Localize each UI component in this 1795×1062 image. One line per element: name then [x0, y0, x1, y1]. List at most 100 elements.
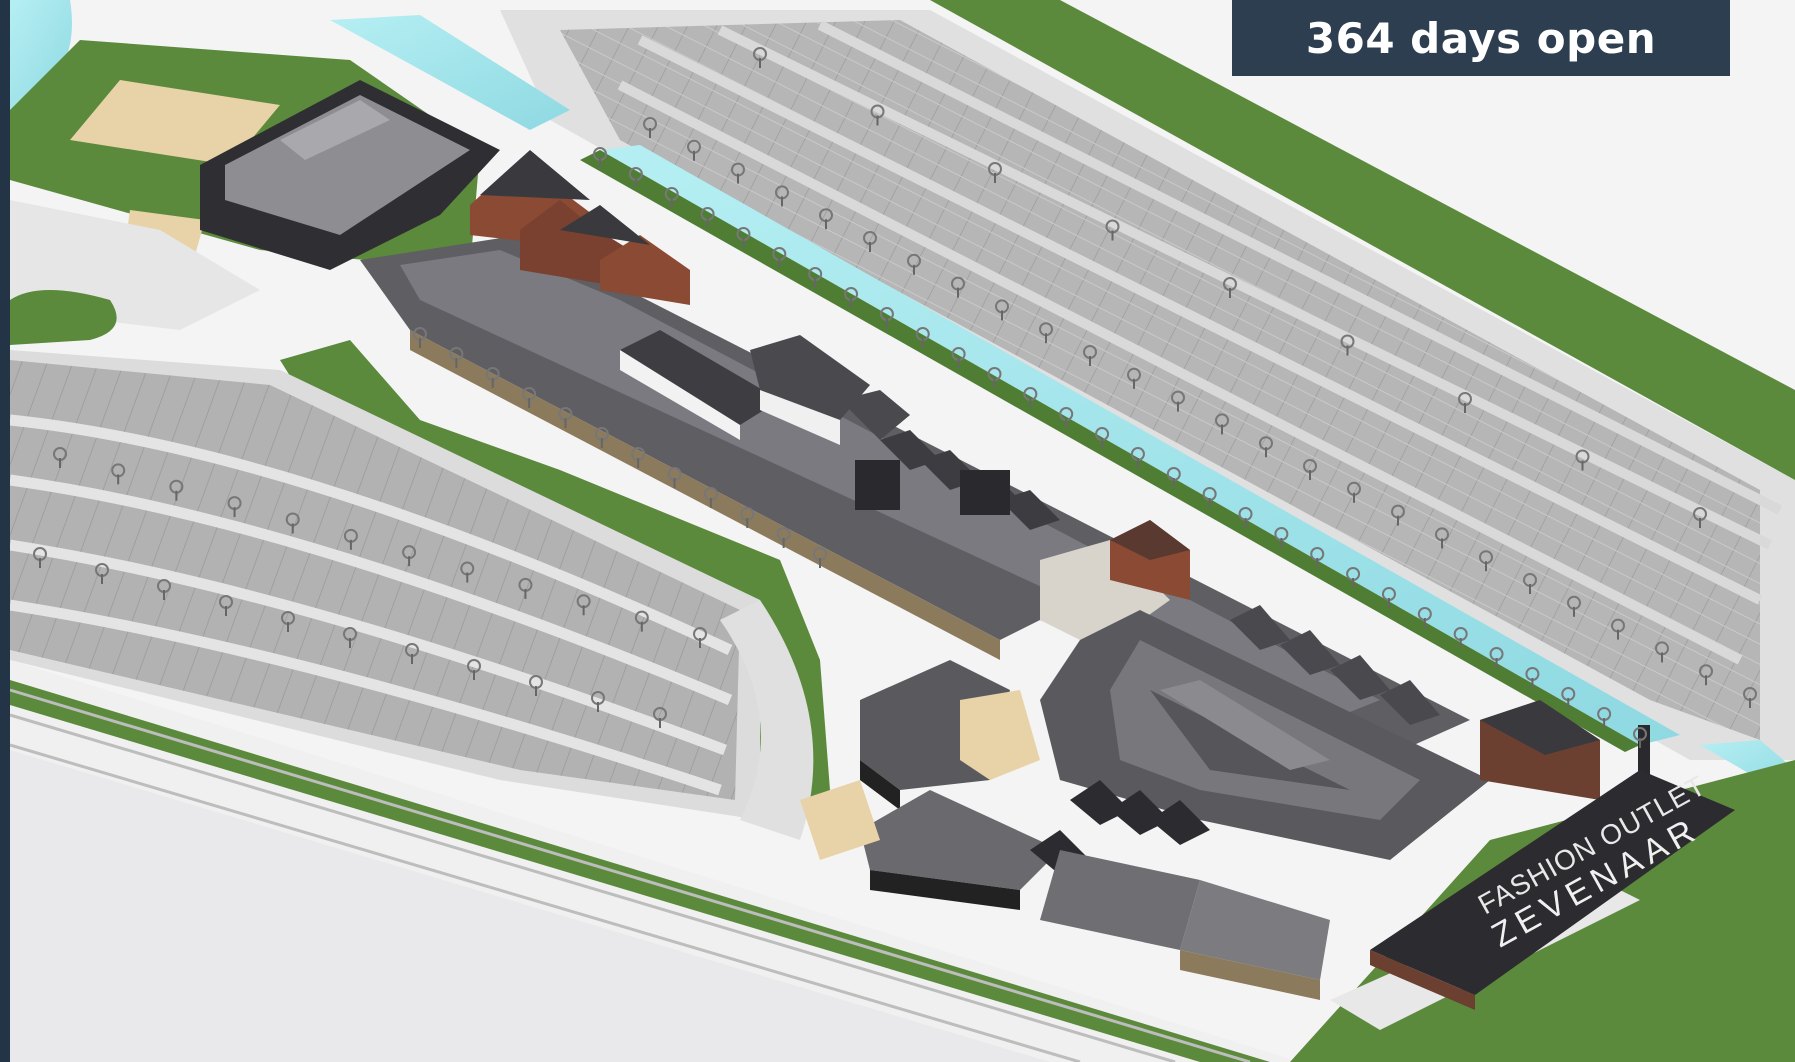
tree-icon — [1171, 390, 1185, 412]
tree-icon — [1435, 527, 1449, 549]
tree-icon — [1215, 413, 1229, 435]
tree-icon — [687, 139, 701, 161]
tree-icon — [281, 611, 295, 632]
tree-icon — [1039, 322, 1053, 344]
tree-icon — [1479, 550, 1493, 572]
tree-icon — [1059, 407, 1074, 428]
tree-icon — [1699, 664, 1713, 686]
tree-icon — [1567, 595, 1581, 617]
tree-icon — [951, 276, 965, 298]
brick-house-roof — [1480, 700, 1600, 755]
tree-icon — [591, 691, 605, 712]
south-parking-aisles — [9, 414, 733, 796]
highway-surface — [10, 750, 1050, 1062]
parking-curve-road — [720, 600, 814, 840]
tree-icon — [1083, 345, 1097, 366]
tree-icon — [157, 579, 171, 600]
tree-icon — [227, 496, 242, 518]
highway-grass-1 — [10, 680, 1270, 1062]
sign-hall-roof — [1370, 770, 1735, 995]
tree-icon — [740, 507, 755, 528]
tree-icon — [1458, 392, 1472, 413]
open-days-text: 364 days open — [1305, 13, 1657, 63]
tree-icon — [915, 327, 930, 348]
tree-icon — [405, 643, 419, 664]
tree-icon — [1202, 487, 1217, 508]
east-courtyard — [1160, 680, 1330, 770]
sand-playground — [70, 80, 280, 165]
tree-icon — [664, 187, 679, 208]
tree-icon — [1238, 507, 1253, 528]
tree-icon — [1391, 504, 1405, 526]
tree-icon — [643, 117, 657, 138]
tree-icon — [1611, 618, 1625, 640]
tree-icon — [460, 561, 475, 583]
tree-icon — [594, 427, 609, 448]
tree-icon — [593, 147, 607, 168]
tree-icon — [1130, 447, 1145, 468]
brick-shops-north — [470, 150, 690, 305]
tree-icon — [772, 247, 787, 268]
tree-icon — [1561, 687, 1576, 708]
tree-icon — [402, 545, 417, 567]
tree-icon — [285, 512, 300, 534]
tree-icon — [907, 253, 921, 275]
tree-icon — [467, 659, 481, 680]
tree-icon — [1655, 641, 1669, 663]
tree-icon — [522, 387, 537, 408]
south-block-4-wall — [1180, 950, 1320, 1000]
tree-icon — [653, 707, 667, 728]
tree-icon — [776, 527, 791, 548]
tree-icon — [631, 447, 646, 468]
tree-icon — [1523, 573, 1537, 594]
tree-icon — [988, 162, 1002, 183]
tree-icon — [1597, 707, 1612, 728]
tree-icon — [1023, 387, 1038, 408]
trees — [33, 47, 1757, 748]
tree-icon — [1095, 427, 1110, 448]
tree-icon — [1127, 367, 1141, 389]
west-grass-island — [10, 290, 117, 345]
tree-icon — [736, 227, 751, 248]
tree-icon — [634, 610, 649, 632]
tree-icon — [95, 563, 109, 584]
south-block-2 — [860, 790, 1060, 890]
tree-icon — [1303, 459, 1317, 480]
tree-icon — [879, 307, 894, 328]
tree-icon — [343, 528, 358, 550]
tree-icon — [1417, 607, 1432, 628]
tree-icon — [1347, 481, 1361, 503]
tree-icon — [1166, 467, 1181, 488]
tree-icon — [449, 347, 464, 368]
dark-cube-2 — [960, 470, 1010, 515]
tree-icon — [1489, 647, 1504, 668]
white-shops — [620, 330, 910, 445]
south-plaza — [960, 690, 1040, 780]
tree-icon — [693, 627, 707, 648]
tree-icon — [844, 287, 859, 308]
tree-icon — [1105, 219, 1120, 241]
tree-icon — [995, 299, 1009, 321]
tree-icon — [53, 447, 67, 468]
tree-icon — [863, 231, 877, 252]
tree-icon — [485, 367, 500, 388]
north-grass-strip — [930, 0, 1795, 480]
canal-bank-grass — [580, 150, 1640, 752]
tree-icon — [819, 208, 833, 230]
tree-icon — [529, 675, 543, 696]
tree-icon — [808, 267, 823, 288]
tree-icon — [987, 367, 1002, 388]
tree-icon — [576, 594, 591, 616]
sign-hall-facade — [1370, 950, 1475, 1010]
tree-icon — [219, 595, 233, 616]
canal — [600, 145, 1680, 745]
tree-icon — [775, 185, 789, 207]
tree-icon — [700, 207, 715, 228]
tree-icon — [813, 547, 827, 568]
pond — [10, 0, 72, 110]
tree-icon — [33, 547, 47, 568]
left-frame-edge — [0, 0, 10, 1062]
north-parking — [560, 20, 1760, 740]
